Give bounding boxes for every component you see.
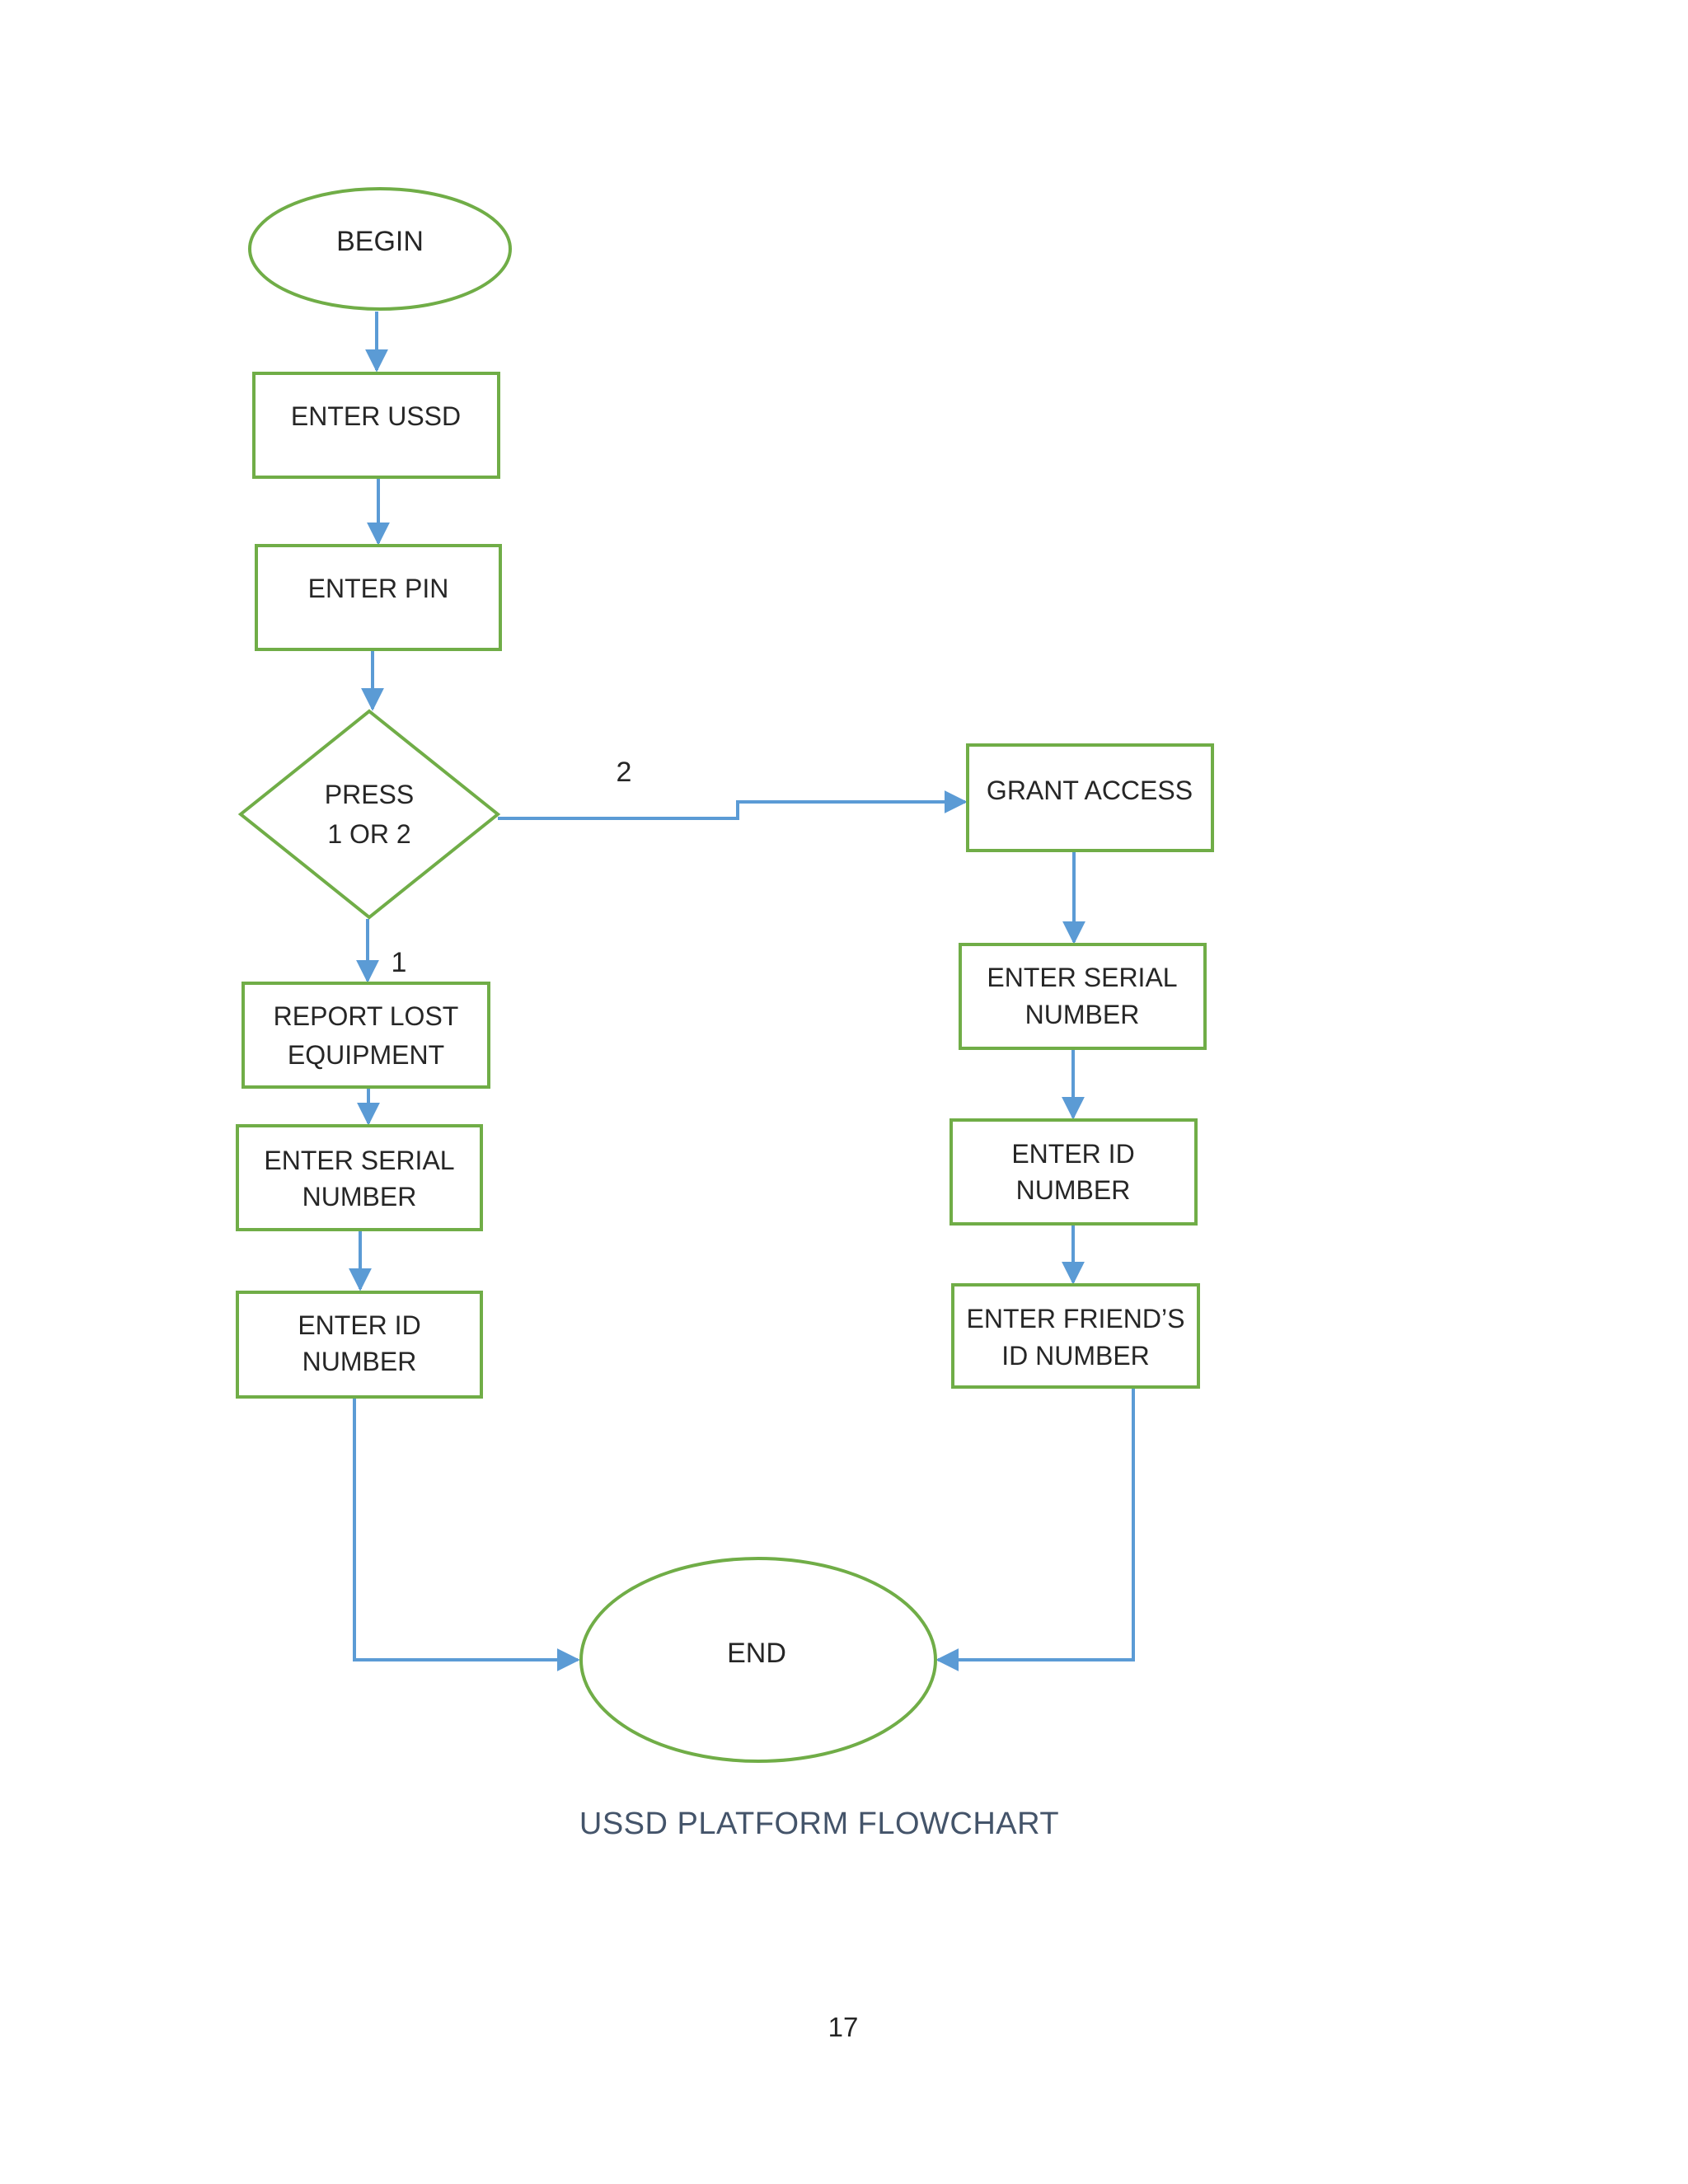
report-lost-label-line2: EQUIPMENT [288,1040,444,1070]
serial-right-label-line2: NUMBER [1025,1000,1140,1029]
decision-label-line2: 1 OR 2 [327,819,410,849]
end-label: END [727,1638,786,1669]
arrow-decision-to-grant-access [498,790,968,820]
edge-label-option-1: 1 [392,947,407,978]
enter-pin-label: ENTER PIN [308,574,449,603]
figure-caption: USSD PLATFORM FLOWCHART [579,1807,1059,1841]
node-enter-pin: ENTER PIN [255,544,502,651]
id-left-label-line2: NUMBER [302,1347,417,1376]
node-enter-id-number-right: ENTER ID NUMBER [950,1118,1198,1226]
enter-pin-box [255,544,502,651]
node-grant-access: GRANT ACCESS [966,743,1214,852]
id-left-label-line1: ENTER ID [298,1310,420,1340]
friend-id-label-line2: ID NUMBER [1001,1341,1150,1371]
decision-diamond [237,709,501,920]
node-decision-press-1-or-2: PRESS 1 OR 2 [237,709,501,920]
node-enter-friends-id-number: ENTER FRIEND’S ID NUMBER [951,1283,1200,1389]
serial-left-label-line2: NUMBER [302,1182,417,1212]
serial-left-label-line1: ENTER SERIAL [264,1146,454,1175]
node-enter-serial-number-left: ENTER SERIAL NUMBER [236,1124,483,1231]
grant-access-box [966,743,1214,852]
node-begin: BEGIN [248,187,512,311]
arrow-id-left-to-end [353,1399,580,1671]
enter-ussd-label: ENTER USSD [291,401,461,431]
friend-id-box [951,1283,1200,1389]
node-enter-ussd: ENTER USSD [252,372,500,479]
grant-access-label: GRANT ACCESS [987,776,1193,805]
id-left-box [236,1291,483,1399]
serial-right-box [959,943,1207,1050]
friend-id-label-line1: ENTER FRIEND’S [967,1304,1185,1333]
id-right-label-line2: NUMBER [1016,1175,1131,1205]
node-enter-id-number-left: ENTER ID NUMBER [236,1291,483,1399]
arrow-friend-id-to-end [935,1389,1135,1671]
id-right-box [950,1118,1198,1226]
enter-ussd-box [252,372,500,479]
report-lost-box [241,982,490,1089]
end-ellipse [579,1557,937,1763]
node-end: END [579,1557,937,1763]
page-number: 17 [828,2012,859,2042]
begin-ellipse [248,187,512,311]
id-right-label-line1: ENTER ID [1011,1139,1134,1169]
serial-right-label-line1: ENTER SERIAL [987,963,1177,992]
edge-label-option-2: 2 [617,757,632,788]
begin-label: BEGIN [336,226,424,257]
serial-left-box [236,1124,483,1231]
node-enter-serial-number-right: ENTER SERIAL NUMBER [959,943,1207,1050]
node-report-lost-equipment: REPORT LOST EQUIPMENT [241,982,490,1089]
decision-label-line1: PRESS [325,780,414,809]
report-lost-label-line1: REPORT LOST [274,1001,459,1031]
